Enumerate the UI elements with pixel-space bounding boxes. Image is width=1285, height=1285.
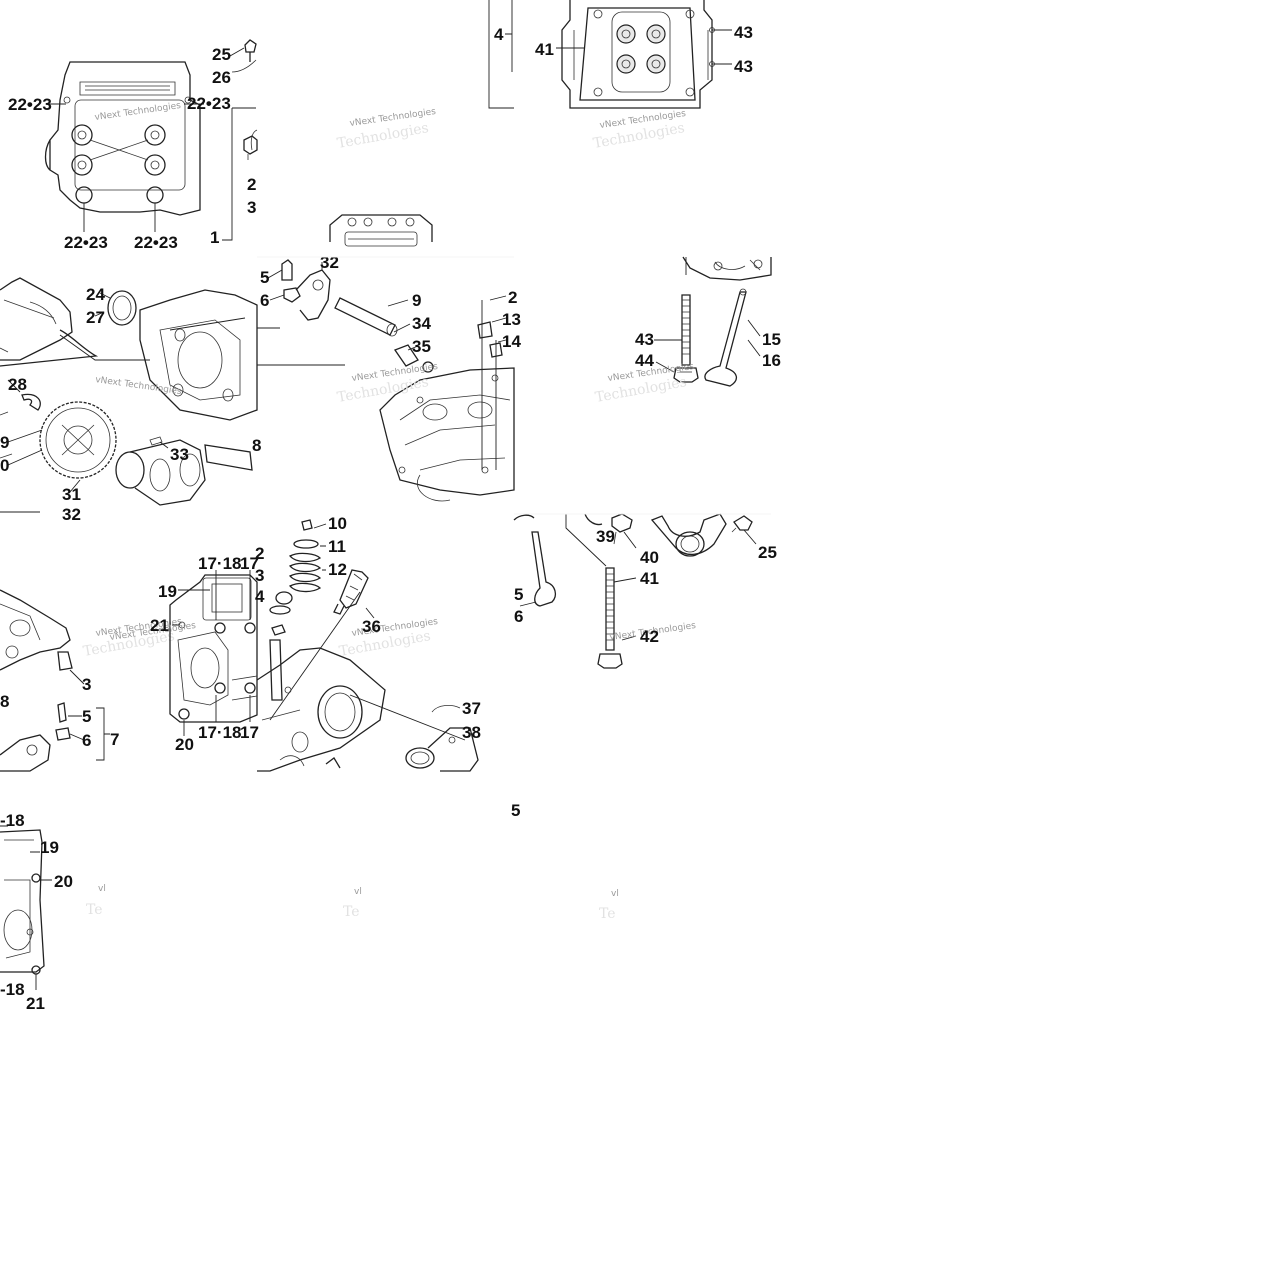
callout-t8-2: 20 — [175, 735, 194, 754]
callout-t10-3: 42 — [640, 627, 659, 646]
callout-t4-6: 32 — [62, 505, 81, 524]
callout-t4-0: 24 — [86, 285, 105, 304]
svg-text:Te: Te — [86, 902, 103, 918]
svg-text:Te: Te — [599, 906, 616, 922]
callout-t5-6: 8 — [252, 436, 261, 455]
callout-t8-8: 3 — [255, 566, 264, 585]
callout-t7-2: 6 — [82, 731, 91, 750]
callout-t5-9: 14 — [502, 332, 521, 351]
callout-t11-3: -18 — [0, 980, 25, 999]
callout-t7-0: 3 — [82, 675, 91, 694]
callout-t3-1: 41 — [535, 40, 554, 59]
tile-valve-spring: vNext Technologies Technologies — [256, 519, 479, 772]
callout-t9-1: 11 — [328, 537, 346, 556]
callout-t10-4: 5 — [514, 585, 523, 604]
tile-watermark-a: Technologies vNext Technologies — [336, 107, 437, 152]
callout-t8-9: 4 — [255, 587, 265, 606]
callout-t3-2: 43 — [734, 23, 753, 42]
callout-t5-5: 35 — [412, 337, 431, 356]
callout-t4-7: 33 — [170, 445, 189, 464]
callout-t10-6: 25 — [758, 543, 777, 562]
callout-t12-0: 5 — [511, 801, 520, 820]
callout-t5-0: 5 — [260, 268, 269, 287]
callout-t1-2: 22•23 — [8, 95, 52, 114]
callout-t5-1: 6 — [260, 291, 269, 310]
svg-text:vNext Technologies: vNext Technologies — [95, 375, 183, 397]
callout-t8-0: 19 — [158, 582, 177, 601]
callout-t1-6: 1 — [210, 228, 219, 247]
tile-bolts-fitting: vNext Technologies — [513, 513, 757, 669]
callout-t4-2: 28 — [8, 375, 27, 394]
wm-fragment-3: vl — [611, 889, 619, 899]
tile-head-gasket: vNext Technologies Technologies — [488, 0, 732, 152]
callout-t7-3: 7 — [110, 730, 119, 749]
tile-camshaft-gear: vNext Technologies — [0, 277, 258, 513]
wm-fragment-1: vl — [98, 884, 106, 894]
callout-t10-0: 39 — [596, 527, 615, 546]
callout-t6-0: 43 — [635, 330, 654, 349]
callout-t8-1: 21 — [150, 616, 169, 635]
callout-t10-2: 41 — [640, 569, 659, 588]
callout-t1-1: 26 — [212, 68, 231, 87]
callout-t11-2: 20 — [54, 872, 73, 891]
svg-text:vNext Technologies: vNext Technologies — [94, 101, 182, 123]
callout-t6-1: 44 — [635, 351, 654, 370]
callout-t5-3: 9 — [412, 291, 421, 310]
callout-t10-1: 40 — [640, 548, 659, 567]
callout-t7-4: 8 — [0, 692, 9, 711]
svg-text:Te: Te — [343, 904, 360, 920]
callout-t6-3: 16 — [762, 351, 781, 370]
callout-t9-2: 12 — [328, 560, 347, 579]
callout-t5-2: 32 — [320, 253, 339, 272]
callout-t7-1: 5 — [82, 707, 91, 726]
tile-valve-stud: vNext Technologies Technologies — [594, 256, 772, 406]
callout-t1-5: 22•23 — [134, 233, 178, 252]
callout-t8-5: 17 — [240, 554, 259, 573]
callout-t3-0: 4 — [494, 25, 504, 44]
callout-t9-5: 38 — [462, 723, 481, 742]
callout-t8-3: 17·18 — [198, 554, 241, 573]
callout-t8-6: 17 — [240, 723, 259, 742]
callout-t4-5: 31 — [62, 485, 81, 504]
tile-rocker-head: vNext Technologies Technologies — [257, 214, 515, 502]
callout-t10-5: 6 — [514, 607, 523, 626]
callout-t9-3: 36 — [362, 617, 381, 636]
callout-t4-1: 27 — [86, 308, 105, 327]
callout-t11-1: 19 — [40, 838, 59, 857]
callout-t4-4: 0 — [0, 456, 9, 475]
callout-t1-8: 3 — [247, 198, 256, 217]
callout-t1-7: 2 — [247, 175, 256, 194]
callout-t9-4: 37 — [462, 699, 481, 718]
callout-t8-7: 2 — [255, 544, 264, 563]
callout-t1-0: 25 — [212, 45, 231, 64]
callout-t1-4: 22•23 — [64, 233, 108, 252]
tile-cover-fragment — [0, 825, 52, 990]
callout-t4-3: 9 — [0, 433, 9, 452]
callout-t5-8: 13 — [502, 310, 521, 329]
callout-t1-3: 22•23 — [187, 94, 231, 113]
callout-t11-0: -18 — [0, 811, 25, 830]
callout-t8-4: 17·18 — [198, 723, 241, 742]
wm-fragment-2: vl — [354, 887, 362, 897]
tile-head-cover: vNext Technologies — [109, 570, 258, 736]
callout-t3-3: 43 — [734, 57, 753, 76]
callout-t6-2: 15 — [762, 330, 781, 349]
callout-t5-4: 34 — [412, 314, 431, 333]
tile-watermark-fragments: vl vl vl Te Te Te — [86, 884, 619, 922]
callout-t9-0: 10 — [328, 514, 347, 533]
callout-t11-4: 21 — [26, 994, 45, 1013]
callout-t5-7: 2 — [508, 288, 517, 307]
